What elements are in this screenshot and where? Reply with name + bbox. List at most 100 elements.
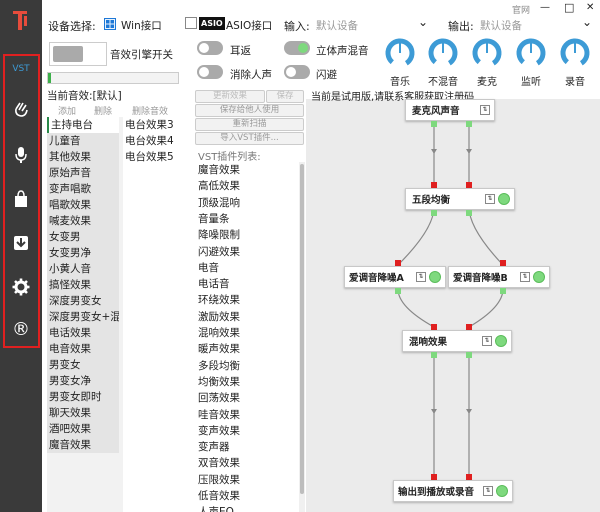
vst-list-scroll-thumb[interactable]	[300, 164, 304, 494]
vst-plugin-item[interactable]: 哇音效果	[198, 408, 240, 421]
effect-list-item[interactable]: 电台效果3	[125, 119, 174, 131]
vst-tab[interactable]: VST	[12, 64, 30, 74]
dodge-toggle[interactable]	[284, 65, 310, 79]
vst-plugin-item[interactable]: 回荡效果	[198, 392, 240, 405]
vst-plugin-item[interactable]: 环绕效果	[198, 294, 240, 307]
microphone-icon[interactable]	[5, 142, 37, 168]
no-mix-knob[interactable]	[427, 37, 459, 69]
effect-list-item[interactable]: 电台效果4	[125, 135, 174, 147]
node-reverb-on-icon[interactable]	[495, 335, 507, 347]
delete-button[interactable]: 删除	[94, 107, 113, 117]
mic-out-pin[interactable]	[431, 121, 437, 127]
music-knob[interactable]	[384, 37, 416, 69]
vst-plugin-item[interactable]: 变声效果	[198, 424, 240, 437]
effect-list-item[interactable]: 儿童音	[47, 133, 119, 149]
import-vst-button[interactable]: 导入VST插件...	[195, 132, 304, 145]
input-device-select[interactable]: 默认设备	[316, 20, 358, 32]
effect-list-item[interactable]: 主持电台	[47, 117, 119, 133]
node-output-settings-icon[interactable]: ⇅	[483, 486, 493, 496]
monitor-toggle[interactable]	[197, 41, 223, 55]
effect-list-item[interactable]: 唱歌效果	[47, 197, 119, 213]
eq-out-pin[interactable]	[431, 210, 437, 216]
effect-graph-canvas[interactable]	[306, 99, 600, 512]
effect-list-item[interactable]: 女变男	[47, 229, 119, 245]
node-reverb-settings-icon[interactable]: ⇅	[482, 336, 492, 346]
hand-wave-icon[interactable]	[5, 96, 37, 122]
win-interface-label[interactable]: Win接口	[121, 20, 162, 32]
effect-list-item[interactable]: 电台效果5	[125, 151, 174, 163]
denoise-a-in-pin[interactable]	[395, 260, 401, 266]
delete-effect-button[interactable]: 删除音效	[132, 107, 169, 117]
vst-plugin-item[interactable]: 多段均衡	[198, 359, 240, 372]
save-for-others-button[interactable]: 保存给他人使用	[195, 104, 304, 117]
monitor-knob[interactable]	[515, 37, 547, 69]
node-reverb[interactable]: 混响效果⇅	[402, 330, 512, 352]
reverb-out-pin[interactable]	[466, 352, 472, 358]
node-eq-settings-icon[interactable]: ⇅	[485, 194, 495, 204]
update-effect-button[interactable]: 更新效果	[195, 90, 265, 103]
record-knob[interactable]	[559, 37, 591, 69]
eq-in-pin[interactable]	[431, 182, 437, 188]
reverb-in-pin[interactable]	[466, 324, 472, 330]
vst-plugin-item[interactable]: 电话音	[198, 278, 230, 291]
asio-interface-label[interactable]: ASIO接口	[226, 20, 273, 32]
remove-vocal-toggle[interactable]	[197, 65, 223, 79]
effect-list-item[interactable]: 酒吧效果	[47, 421, 119, 437]
node-mic-settings-icon[interactable]: ⇅	[480, 105, 490, 115]
vst-plugin-item[interactable]: 暖声效果	[198, 343, 240, 356]
download-icon[interactable]	[5, 230, 37, 256]
vst-plugin-item[interactable]: 魔音效果	[198, 164, 240, 176]
effect-list-item[interactable]: 小黄人音	[47, 261, 119, 277]
vst-plugin-item[interactable]: 高低效果	[198, 180, 240, 193]
vst-plugin-item[interactable]: 闪避效果	[198, 245, 240, 258]
denoise-b-in-pin[interactable]	[500, 260, 506, 266]
rescan-button[interactable]: 重新扫描	[195, 118, 304, 131]
node-denoise-a[interactable]: 爱调音降噪A⇅	[344, 266, 446, 288]
node-denoise-b-on-icon[interactable]	[533, 271, 545, 283]
settings-gear-icon[interactable]	[5, 274, 37, 300]
vst-plugin-item[interactable]: 压限效果	[198, 473, 240, 486]
node-mic-sound[interactable]: 麦克风声音⇅	[405, 99, 495, 121]
reverb-in-pin[interactable]	[431, 324, 437, 330]
output-dropdown-chevron-icon[interactable]: ⌄	[582, 15, 593, 29]
vst-list-scrollbar[interactable]	[299, 162, 305, 512]
effect-list-item[interactable]: 男变女	[47, 357, 119, 373]
vst-plugin-item[interactable]: 双音效果	[198, 457, 240, 470]
effect-list-item[interactable]: 深度男变女	[47, 293, 119, 309]
output-in-pin[interactable]	[431, 474, 437, 480]
asio-radio[interactable]	[185, 17, 197, 29]
vst-plugin-item[interactable]: 降噪限制	[198, 229, 240, 242]
win-radio[interactable]	[104, 18, 116, 30]
vst-plugin-item[interactable]: 音量条	[198, 212, 230, 225]
input-dropdown-chevron-icon[interactable]: ⌄	[418, 15, 429, 29]
vst-plugin-item[interactable]: 顶级混响	[198, 196, 240, 209]
output-device-select[interactable]: 默认设备	[480, 20, 522, 32]
eq-out-pin[interactable]	[466, 210, 472, 216]
mic-out-pin[interactable]	[466, 121, 472, 127]
vst-plugin-item[interactable]: 激励效果	[198, 310, 240, 323]
eq-in-pin[interactable]	[466, 182, 472, 188]
vst-plugin-item[interactable]: 低音效果	[198, 490, 240, 502]
official-site-link[interactable]: 官网	[512, 6, 531, 16]
node-output[interactable]: 输出到播放或录音⇅	[393, 480, 513, 502]
node-denoise-b-settings-icon[interactable]: ⇅	[520, 272, 530, 282]
vst-plugin-item[interactable]: 人声EQ	[198, 504, 298, 512]
node-denoise-a-on-icon[interactable]	[429, 271, 441, 283]
node-denoise-a-settings-icon[interactable]: ⇅	[416, 272, 426, 282]
denoise-a-out-pin[interactable]	[395, 288, 401, 294]
vst-plugin-item[interactable]: 混响效果	[198, 327, 240, 339]
effect-list-item[interactable]: 搞怪效果	[47, 277, 119, 293]
add-button[interactable]: 添加	[58, 107, 77, 117]
reverb-out-pin[interactable]	[431, 352, 437, 358]
registered-icon[interactable]: ®	[12, 318, 30, 340]
stereo-mix-toggle[interactable]	[284, 41, 310, 55]
node-output-on-icon[interactable]	[496, 485, 508, 497]
node-eq-on-icon[interactable]	[498, 193, 510, 205]
effect-list-item[interactable]: 男变女即时	[47, 389, 119, 405]
effect-list-item[interactable]: 深度男变女+混响	[47, 309, 119, 325]
denoise-b-out-pin[interactable]	[500, 288, 506, 294]
shopping-bag-icon[interactable]	[5, 186, 37, 212]
effect-list-item[interactable]: 变声唱歌	[47, 181, 119, 197]
node-denoise-b[interactable]: 爱调音降噪B⇅	[448, 266, 550, 288]
effect-list-item[interactable]: 魔音效果	[47, 437, 119, 453]
